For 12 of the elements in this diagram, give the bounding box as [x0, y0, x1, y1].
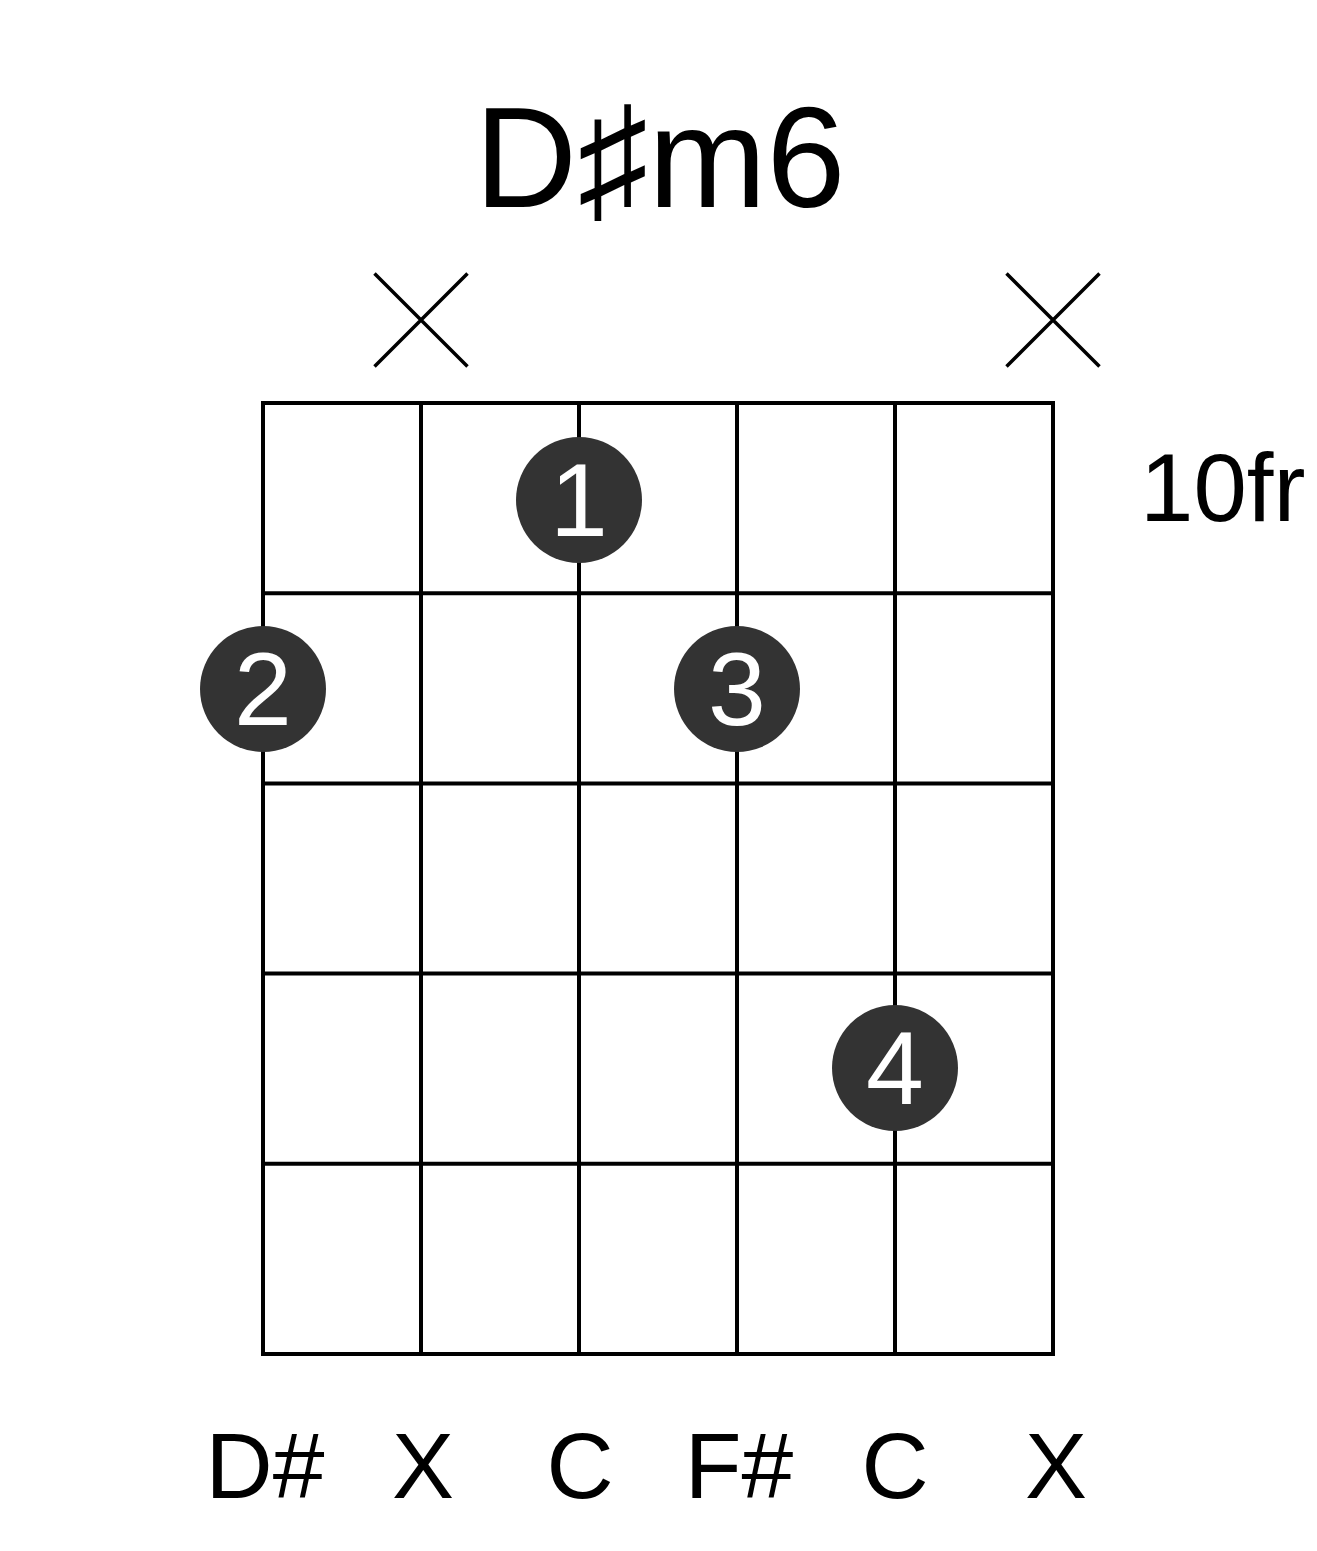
- string-note-label: D#: [205, 1420, 325, 1514]
- finger-number: 3: [708, 637, 766, 741]
- string-note-label: C: [546, 1420, 614, 1514]
- chord-title: D♯m6: [474, 86, 846, 229]
- finger-number: 4: [866, 1016, 924, 1120]
- finger-number: 1: [550, 448, 608, 552]
- fret-position-label: 10fr: [1140, 439, 1306, 536]
- string-note-label: F#: [684, 1420, 794, 1514]
- string-note-label: X: [392, 1420, 454, 1514]
- string-note-label: X: [1025, 1420, 1087, 1514]
- string-note-label: C: [861, 1420, 929, 1514]
- finger-number: 2: [234, 637, 292, 741]
